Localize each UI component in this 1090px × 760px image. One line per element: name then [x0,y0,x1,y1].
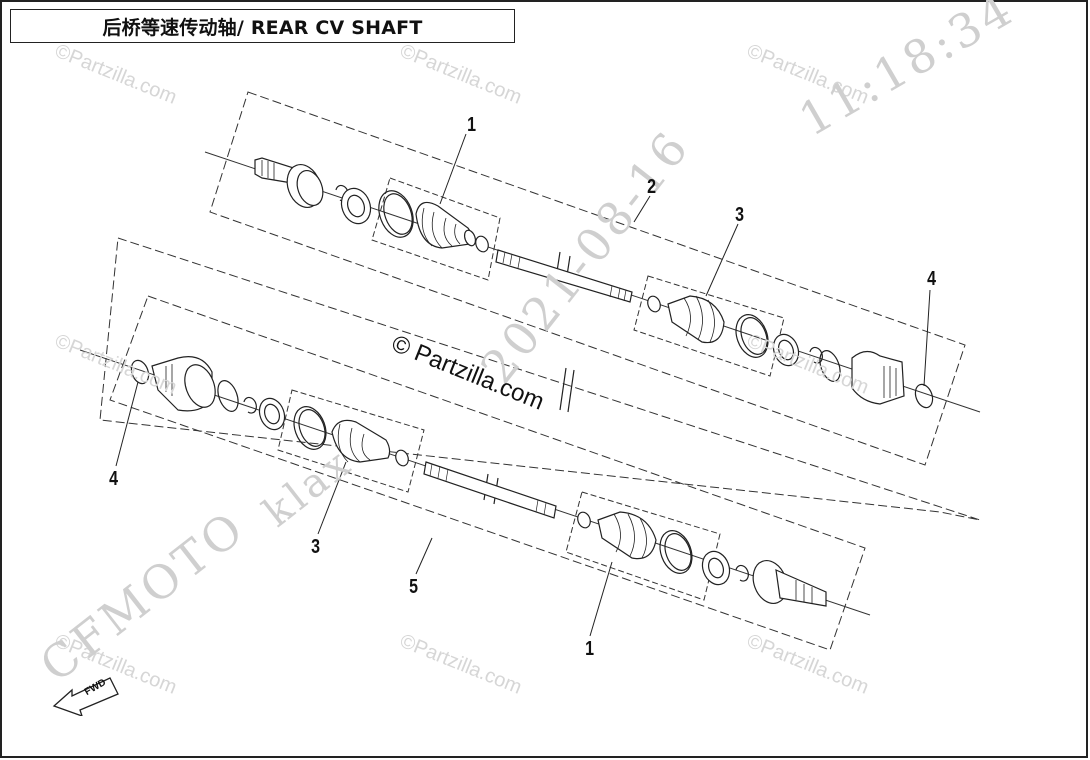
circlip-bottom-2 [735,564,749,582]
bottom-shaft-parts [130,356,827,607]
snap-ring-4-right [914,383,934,409]
callout-5: 5 [409,576,419,598]
axle-shaft-bottom [423,461,557,519]
kit-3-bottom-outline [277,389,425,493]
leader-2 [633,195,651,223]
diagram-title-text: 后桥等速传动轴/ REAR CV SHAFT [102,16,423,39]
callout-3-bottom: 3 [311,536,321,558]
cv-boot-top-1 [415,201,473,249]
kit-3-top-outline [633,275,785,377]
small-clamp-bottom-1 [577,511,591,529]
callout-4-left: 4 [109,468,119,490]
o-ring-top [819,350,841,382]
small-clamp-top-1 [475,235,489,253]
kit-1-top-outline [371,177,501,281]
cv-boot-bottom-3 [331,419,391,463]
kit-1-bottom-outline [565,491,721,601]
small-clamp-top-3 [647,295,661,313]
cv-boot-bottom-1 [597,511,657,560]
outline-break-center [559,367,575,413]
leader-1-top [439,133,467,205]
circlip-bottom-1 [243,396,257,414]
leader-4-right [923,289,931,387]
assembly-5-outline [99,237,981,521]
leader-3-top [705,223,739,297]
small-clamp-bottom-3 [395,449,409,467]
cv-boot-top-3 [667,295,725,344]
callout-3-top: 3 [735,204,745,226]
callout-1-bottom: 1 [585,638,595,660]
boot-clamp-bottom-1 [659,530,693,574]
boot-clamp-bottom-3 [293,406,327,450]
diagram-title: 后桥等速传动轴/ REAR CV SHAFT [10,9,515,43]
leader-4-left [115,381,139,467]
callout-4-right: 4 [927,268,937,290]
outer-stub-axle-bottom [775,569,827,607]
leader-1-bottom [589,561,613,637]
callout-2: 2 [647,176,657,198]
boot-clamp-top-3 [735,314,769,358]
callout-1-top: 1 [467,114,477,136]
assembly-2-outline [209,91,966,466]
leader-5 [415,537,433,575]
forward-arrow-icon [52,677,119,716]
snap-ring-4-left [130,359,150,385]
boot-clamp-top-1 [378,190,414,238]
leader-3-bottom [317,461,347,535]
top-shaft-parts [254,157,934,409]
inner-cv-housing-top [851,350,905,405]
o-ring-bottom [217,380,239,412]
assembly-5-inner-outline [109,295,866,651]
axle-shaft-top [495,249,633,303]
